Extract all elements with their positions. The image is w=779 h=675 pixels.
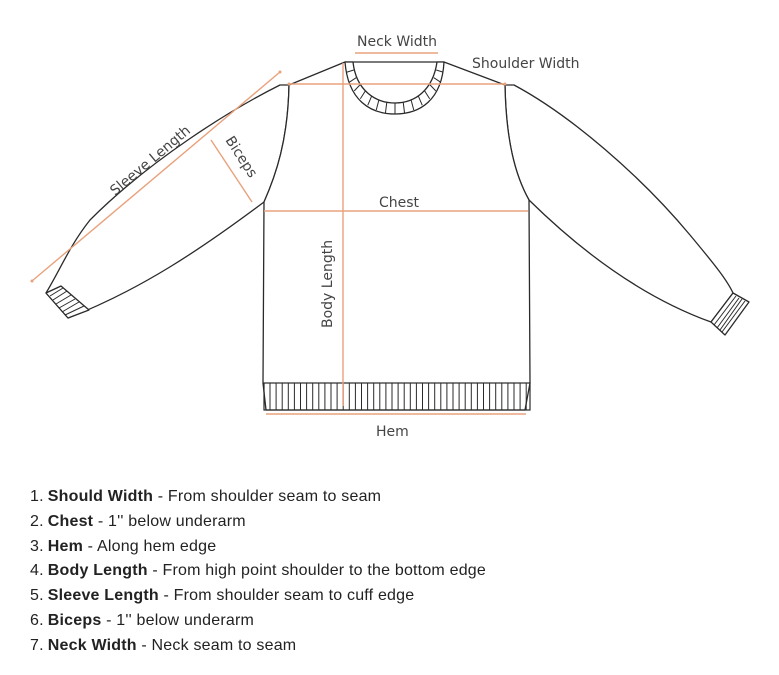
legend-item-chest: 2.Chest - 1'' below underarm: [30, 512, 246, 530]
label-chest: Chest: [379, 195, 420, 211]
right-sleeve: [504, 84, 734, 323]
label-body-length: Body Length: [320, 240, 336, 328]
legend-item-body-length: 4.Body Length - From high point shoulder…: [30, 562, 486, 580]
sweater-diagram: Neck Width Shoulder Width Chest Hem Body…: [30, 34, 750, 440]
legend-item-sleeve-length: 5.Sleeve Length - From shoulder seam to …: [30, 587, 415, 605]
legend-description: - Neck seam to seam: [136, 636, 297, 654]
biceps-line: [210, 139, 253, 203]
sleeve-length-line: [31, 71, 281, 282]
left-sleeve: [45, 84, 290, 319]
legend-description: - 1'' below underarm: [101, 611, 255, 629]
legend-term: Hem: [47, 537, 84, 555]
legend-term: Should Width: [47, 488, 154, 505]
label-hem: Hem: [376, 424, 409, 440]
right-cuff-rib-lines: [713, 295, 746, 333]
legend-description: - From shoulder seam to seam: [153, 488, 382, 505]
neck-rib-lines: [346, 61, 444, 114]
legend-item-neck-width: 7.Neck Width - Neck seam to seam: [30, 636, 297, 654]
legend-term: Chest: [47, 512, 94, 530]
left-cuff: [45, 285, 90, 319]
legend-description: - 1'' below underarm: [93, 512, 246, 530]
legend-item-shoulder-width: 1.Should Width - From shoulder seam to s…: [30, 488, 382, 505]
legend-term: Biceps: [47, 611, 102, 629]
right-cuff: [710, 292, 750, 336]
label-neck-width: Neck Width: [357, 34, 437, 50]
legend-term: Sleeve Length: [47, 587, 159, 605]
hem-ribbing: [263, 382, 531, 411]
legend-term: Body Length: [47, 562, 148, 580]
measurement-lines: [30, 52, 528, 415]
legend-item-hem: 3.Hem - Along hem edge: [30, 537, 217, 555]
measurement-legend: 1.Should Width - From shoulder seam to s…: [30, 487, 486, 661]
legend-term: Neck Width: [47, 636, 137, 654]
hem-rib-lines: [269, 383, 527, 410]
legend-description: - From shoulder seam to cuff edge: [158, 587, 415, 605]
legend-description: - From high point shoulder to the bottom…: [147, 562, 486, 580]
sweater-body: [262, 61, 531, 411]
legend-description: - Along hem edge: [83, 537, 217, 555]
left-cuff-rib-lines: [49, 287, 85, 316]
legend-item-biceps: 6.Biceps - 1'' below underarm: [30, 611, 255, 629]
label-shoulder-width: Shoulder Width: [472, 56, 579, 72]
